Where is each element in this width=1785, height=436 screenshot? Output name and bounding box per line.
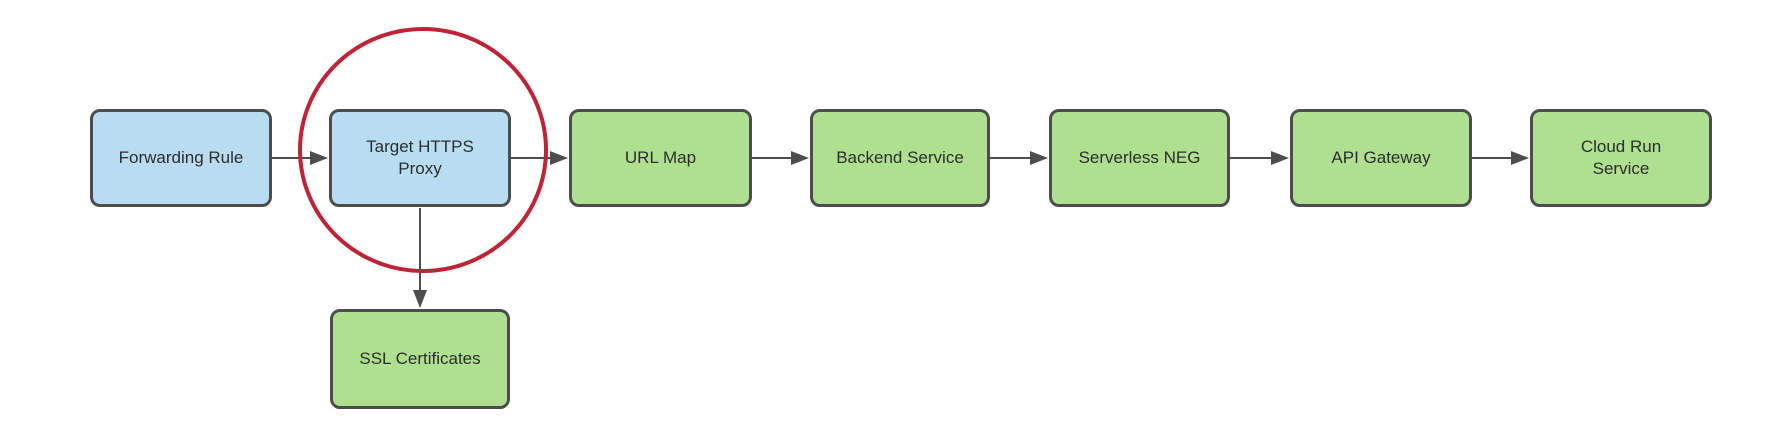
node-forwarding-rule: Forwarding Rule: [90, 109, 272, 207]
node-url-map: URL Map: [569, 109, 752, 207]
node-backend-service: Backend Service: [810, 109, 990, 207]
node-target-https-proxy: Target HTTPS Proxy: [329, 109, 511, 207]
node-ssl-certificates: SSL Certificates: [330, 309, 510, 409]
node-api-gateway: API Gateway: [1290, 109, 1472, 207]
node-cloud-run-service: Cloud Run Service: [1530, 109, 1712, 207]
node-serverless-neg: Serverless NEG: [1049, 109, 1230, 207]
